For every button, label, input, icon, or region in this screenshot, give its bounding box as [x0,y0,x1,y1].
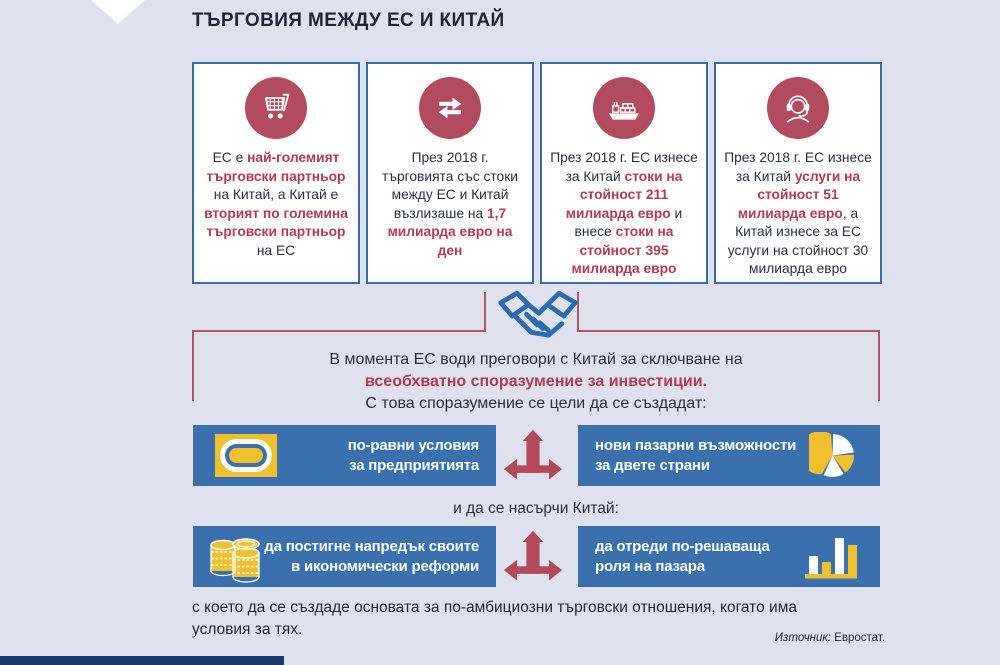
negotiation-line-1: В момента ЕС води преговори с Китай за с… [329,351,743,368]
connector-line [484,292,486,332]
icon-circle [767,77,829,139]
handshake-icon [498,290,578,338]
source-label: Източник: [774,632,831,644]
negotiation-line-2: всеобхватно споразумение за инвестиции. [364,373,708,390]
shopping-cart-icon [265,93,290,119]
connector-line [577,292,579,332]
icon-circle [245,77,307,139]
source-line: Източник: Евростат. [192,632,885,644]
card-text: През 2018 г. търговията със стоки между … [382,150,518,258]
bottom-navy-bar [0,656,284,665]
bar-chart-icon [805,537,857,578]
cargo-ship-icon [609,102,639,120]
negotiation-line-3: С това споразумение се цели да се създад… [365,395,707,412]
card-text: ЕС е най-големият търговски партньор на … [204,150,348,258]
page-title: ТЪРГОВИЯ МЕЖДУ ЕС И КИТАЙ [192,10,505,31]
icon-circle [593,77,655,139]
card-text: През 2018 г. ЕС изнесе за Китай услуги н… [724,150,872,276]
negotiation-text: В момента ЕС води преговори с Китай за с… [192,349,880,415]
connector-line [192,330,484,332]
level-playing-field-icon [215,434,277,477]
exchange-arrows-icon [438,97,462,119]
decorative-triangle [91,0,145,24]
card-text: През 2018 г. ЕС изнесе за Китай стоки на… [550,150,698,276]
coins-icon [210,537,260,583]
connector-line [192,330,194,401]
footer-text: с което да се създаде основата за по-амб… [192,599,797,638]
pie-chart-icon-wrap [809,432,856,479]
trade-card-daily-trade: През 2018 г. търговията със стоки между … [366,62,534,284]
headset-support-icon [786,95,810,123]
coins-icon-wrap [207,531,263,583]
connector-line [577,330,880,332]
source-value: Евростат. [831,632,885,644]
trade-card-goods: През 2018 г. ЕС изнесе за Китай стоки на… [540,62,708,284]
split-arrow-icon [503,530,563,581]
stadium-center [229,448,263,463]
icon-circle [419,77,481,139]
trade-card-services: През 2018 г. ЕС изнесе за Китай услуги н… [714,62,882,284]
bar-chart-icon-wrap [803,533,859,581]
pie-chart-icon [809,432,854,477]
trade-card-partners: ЕС е най-големият търговски партньор на … [192,62,360,284]
connector-line [878,330,880,401]
split-arrow-icon [503,429,563,480]
encourage-label: и да се насърчи Китай: [453,500,619,517]
